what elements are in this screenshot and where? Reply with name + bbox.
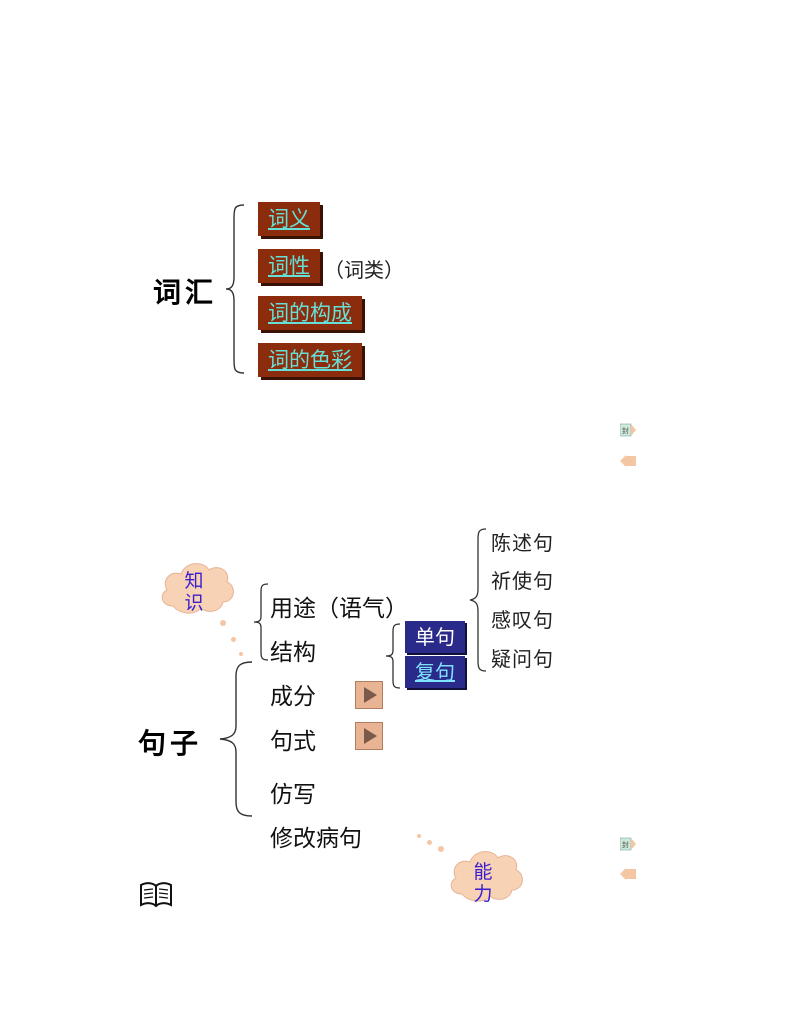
ability-cloud-text: 能 力 [469, 861, 497, 905]
vocab-note: （词类） [324, 258, 404, 282]
vocabulary-label: 词汇 [153, 276, 218, 309]
cloud-dot [239, 652, 243, 656]
knowledge-char-2: 识 [184, 592, 204, 614]
cloud-dot [231, 637, 236, 642]
mood-imperative: 祈使句 [491, 569, 554, 593]
knowledge-char-1: 知 [184, 570, 204, 592]
knowledge-cloud-text: 知 识 [180, 570, 208, 614]
cloud-dot [220, 620, 226, 626]
structure-brace [385, 623, 401, 689]
mini-nav-label: 封 [622, 426, 629, 435]
cloud-dot [417, 834, 421, 838]
sentence-main-brace [219, 661, 253, 817]
sentence-item-purpose[interactable]: 用途（语气） [270, 596, 408, 622]
pattern-play-button[interactable] [355, 722, 383, 750]
home-nav-icon[interactable]: 封 [619, 422, 636, 437]
book-icon[interactable] [139, 881, 173, 909]
knowledge-cloud-icon[interactable] [155, 556, 239, 618]
vocab-item-connotation[interactable]: 词的色彩 [258, 343, 362, 377]
sentence-item-pattern[interactable]: 句式 [270, 729, 316, 755]
cloud-dot [438, 846, 444, 852]
mood-interrogative: 疑问句 [491, 647, 554, 671]
vocabulary-brace [225, 204, 245, 374]
vocab-item-meaning[interactable]: 词义 [258, 202, 320, 236]
vocab-item-formation[interactable]: 词的构成 [258, 296, 362, 330]
back-nav-icon[interactable] [620, 866, 636, 880]
ability-cloud-icon[interactable] [444, 846, 528, 906]
compound-sentence-button[interactable]: 复句 [405, 656, 465, 688]
sentence-item-structure[interactable]: 结构 [270, 640, 316, 666]
vocab-item-part-of-speech[interactable]: 词性 [258, 249, 320, 283]
mood-brace [469, 528, 487, 672]
sentence-item-components[interactable]: 成分 [270, 684, 316, 710]
cloud-dot [427, 840, 432, 845]
back-nav-icon[interactable] [620, 453, 636, 467]
ability-char-1: 能 [473, 861, 493, 883]
simple-sentence-button[interactable]: 单句 [405, 621, 465, 653]
components-play-button[interactable] [355, 681, 383, 709]
mini-nav-label: 封 [622, 840, 629, 849]
sentence-label: 句子 [138, 727, 203, 760]
sentence-upper-brace [253, 583, 269, 661]
mood-declarative: 陈述句 [491, 531, 554, 555]
mood-exclamatory: 感叹句 [491, 608, 554, 632]
sentence-item-imitation[interactable]: 仿写 [270, 782, 316, 808]
ability-char-2: 力 [473, 883, 493, 905]
home-nav-icon[interactable]: 封 [619, 836, 636, 851]
sentence-item-correction[interactable]: 修改病句 [270, 826, 362, 852]
